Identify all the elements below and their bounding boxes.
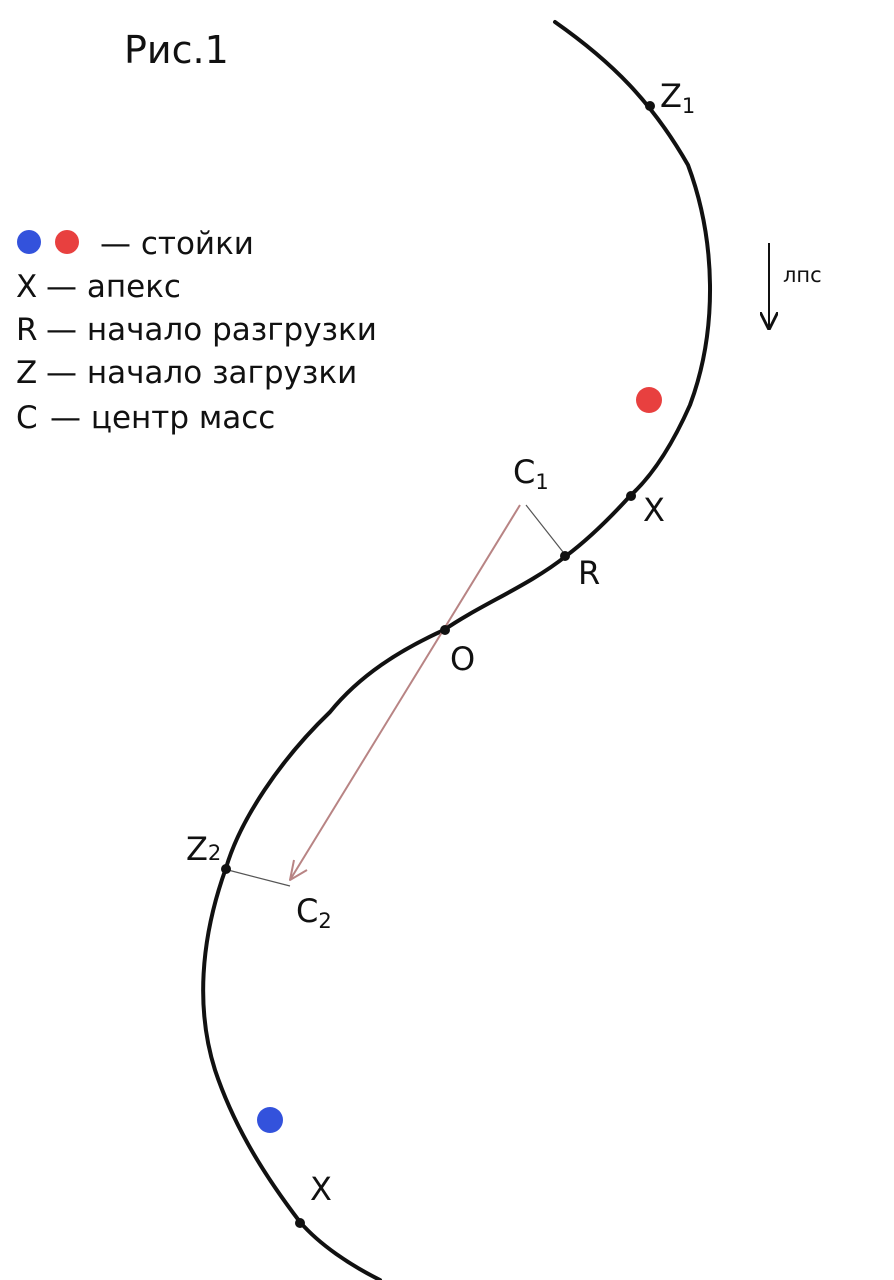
label-c1: C1 <box>513 453 549 494</box>
legend-text-r: — начало разгрузки <box>46 312 377 348</box>
label-z1-sub: 1 <box>682 94 695 118</box>
legend-symbol-z: Z <box>16 355 37 391</box>
stand-red <box>636 387 662 413</box>
label-c2-sub: 2 <box>318 909 331 933</box>
label-z1-main: Z <box>660 77 682 115</box>
point-x-upper <box>626 491 636 501</box>
label-z1: Z1 <box>660 77 695 118</box>
label-c1-sub: 1 <box>535 470 548 494</box>
point-o <box>440 625 450 635</box>
label-o: O <box>450 640 475 678</box>
connector-c1-r <box>525 504 564 553</box>
legend-text-c: — центр масс <box>50 400 275 436</box>
label-z2-main: Z <box>186 830 208 868</box>
legend-text-x: — апекс <box>46 269 181 305</box>
center-of-mass-arrow <box>289 504 521 881</box>
label-c2: C2 <box>296 892 332 933</box>
point-r <box>560 551 570 561</box>
stand-blue <box>257 1107 283 1133</box>
legend-symbol-x: X <box>16 269 37 305</box>
stand-dot-blue-legend <box>17 230 41 254</box>
point-z1 <box>645 101 655 111</box>
label-z2-sub: 2 <box>208 841 221 865</box>
label-c1-main: C <box>513 453 535 491</box>
label-x-upper: X <box>643 491 665 529</box>
label-r: R <box>578 554 600 592</box>
legend: — стойки X — апекс R — начало разгрузки … <box>16 226 377 436</box>
point-z2 <box>221 864 231 874</box>
stand-dot-red-legend <box>55 230 79 254</box>
legend-stands-text: — стойки <box>100 226 254 262</box>
legend-symbol-r: R <box>16 312 38 348</box>
connector-z2-c2 <box>227 869 291 887</box>
legend-symbol-c: C <box>16 400 38 436</box>
point-x-lower <box>295 1218 305 1228</box>
figure-title: Рис.1 <box>124 28 229 72</box>
label-x-lower: X <box>310 1170 332 1208</box>
center-of-mass-arrowhead <box>289 859 308 881</box>
direction-label: лпс <box>783 263 822 287</box>
label-c2-main: C <box>296 892 318 930</box>
legend-text-z: — начало загрузки <box>46 355 357 391</box>
label-z2: Z2 <box>186 830 221 868</box>
